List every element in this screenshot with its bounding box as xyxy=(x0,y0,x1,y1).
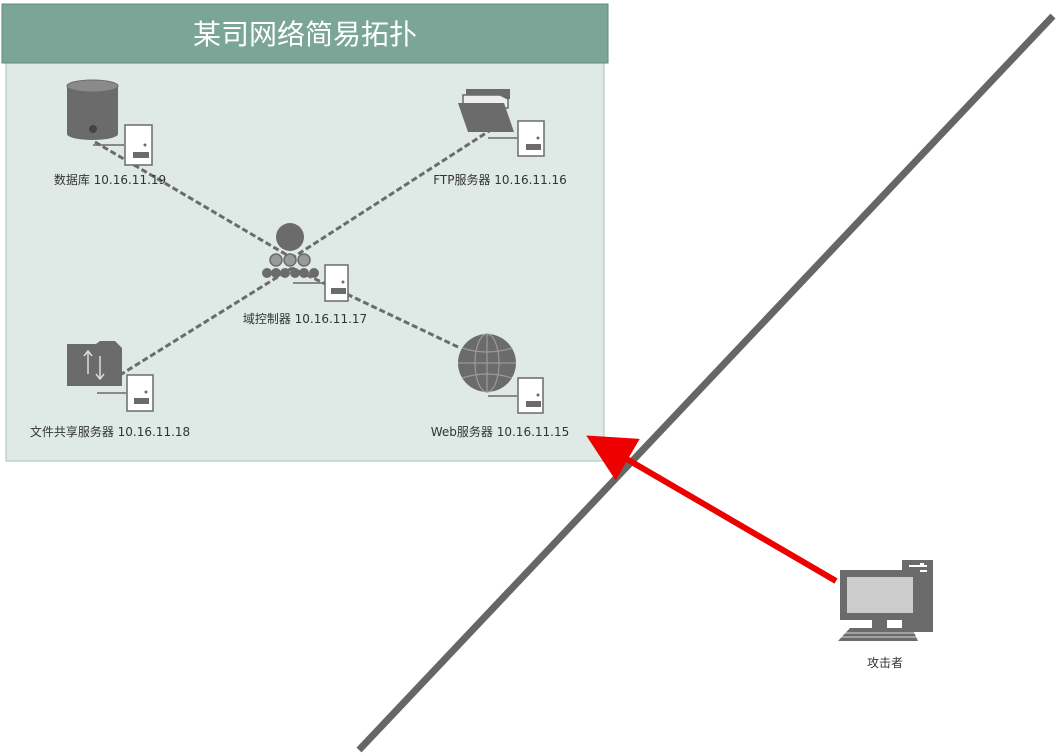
diagram-title: 某司网络简易拓扑 xyxy=(193,18,417,51)
domain-controller-node[interactable]: 域控制器 10.16.11.17 xyxy=(243,223,367,326)
hierarchy-icon xyxy=(262,223,319,278)
computer-icon xyxy=(838,560,933,641)
database-icon xyxy=(66,79,119,140)
network-boundary-line xyxy=(356,13,1056,753)
domain-controller-label: 域控制器 10.16.11.17 xyxy=(243,312,367,326)
folder-icon xyxy=(458,89,514,132)
database-label: 数据库 10.16.11.19 xyxy=(54,172,166,187)
link-ftp-dc xyxy=(291,122,501,260)
server-icon xyxy=(97,374,154,412)
server-icon xyxy=(488,120,545,157)
globe-icon xyxy=(458,333,516,393)
network-panel xyxy=(5,5,605,462)
ftp-label: FTP服务器 10.16.11.16 xyxy=(433,172,567,187)
file-share-label: 文件共享服务器 10.16.11.18 xyxy=(30,424,190,439)
server-icon xyxy=(293,264,349,302)
attacker-label: 攻击者 xyxy=(867,656,903,670)
link-web-dc xyxy=(291,266,459,349)
attacker-node[interactable]: 攻击者 xyxy=(838,560,933,670)
database-node[interactable]: 数据库 10.16.11.19 xyxy=(54,79,166,187)
web-label: Web服务器 10.16.11.15 xyxy=(431,424,570,439)
attack-arrow xyxy=(586,435,838,584)
web-node[interactable]: Web服务器 10.16.11.15 xyxy=(431,333,570,439)
file-share-node[interactable]: 文件共享服务器 10.16.11.18 xyxy=(30,341,190,439)
title-bar: 某司网络简易拓扑 xyxy=(1,3,609,64)
ftp-node[interactable]: FTP服务器 10.16.11.16 xyxy=(433,89,567,187)
file-transfer-icon xyxy=(67,341,122,386)
server-icon xyxy=(93,124,153,166)
link-fileshare-dc xyxy=(111,266,293,382)
server-icon xyxy=(488,377,544,414)
